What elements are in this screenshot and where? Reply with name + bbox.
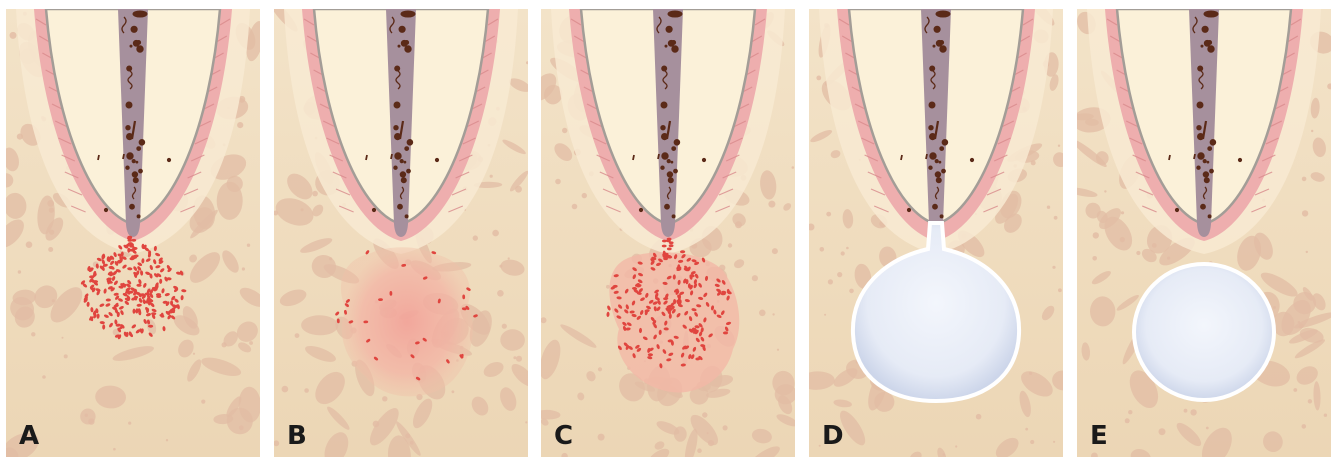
panel-label-a: A (19, 423, 39, 449)
panel-d (799, 0, 1076, 457)
panel-e (1066, 3, 1331, 457)
panel-c (527, 0, 799, 457)
panel-label-b: B (287, 423, 307, 449)
panel-label-e: E (1090, 423, 1108, 449)
cyst (1134, 264, 1274, 400)
panel-label-c: C (554, 423, 573, 449)
panel-b (265, 0, 538, 457)
panel-label-d: D (822, 423, 844, 449)
panel-a (0, 5, 268, 457)
